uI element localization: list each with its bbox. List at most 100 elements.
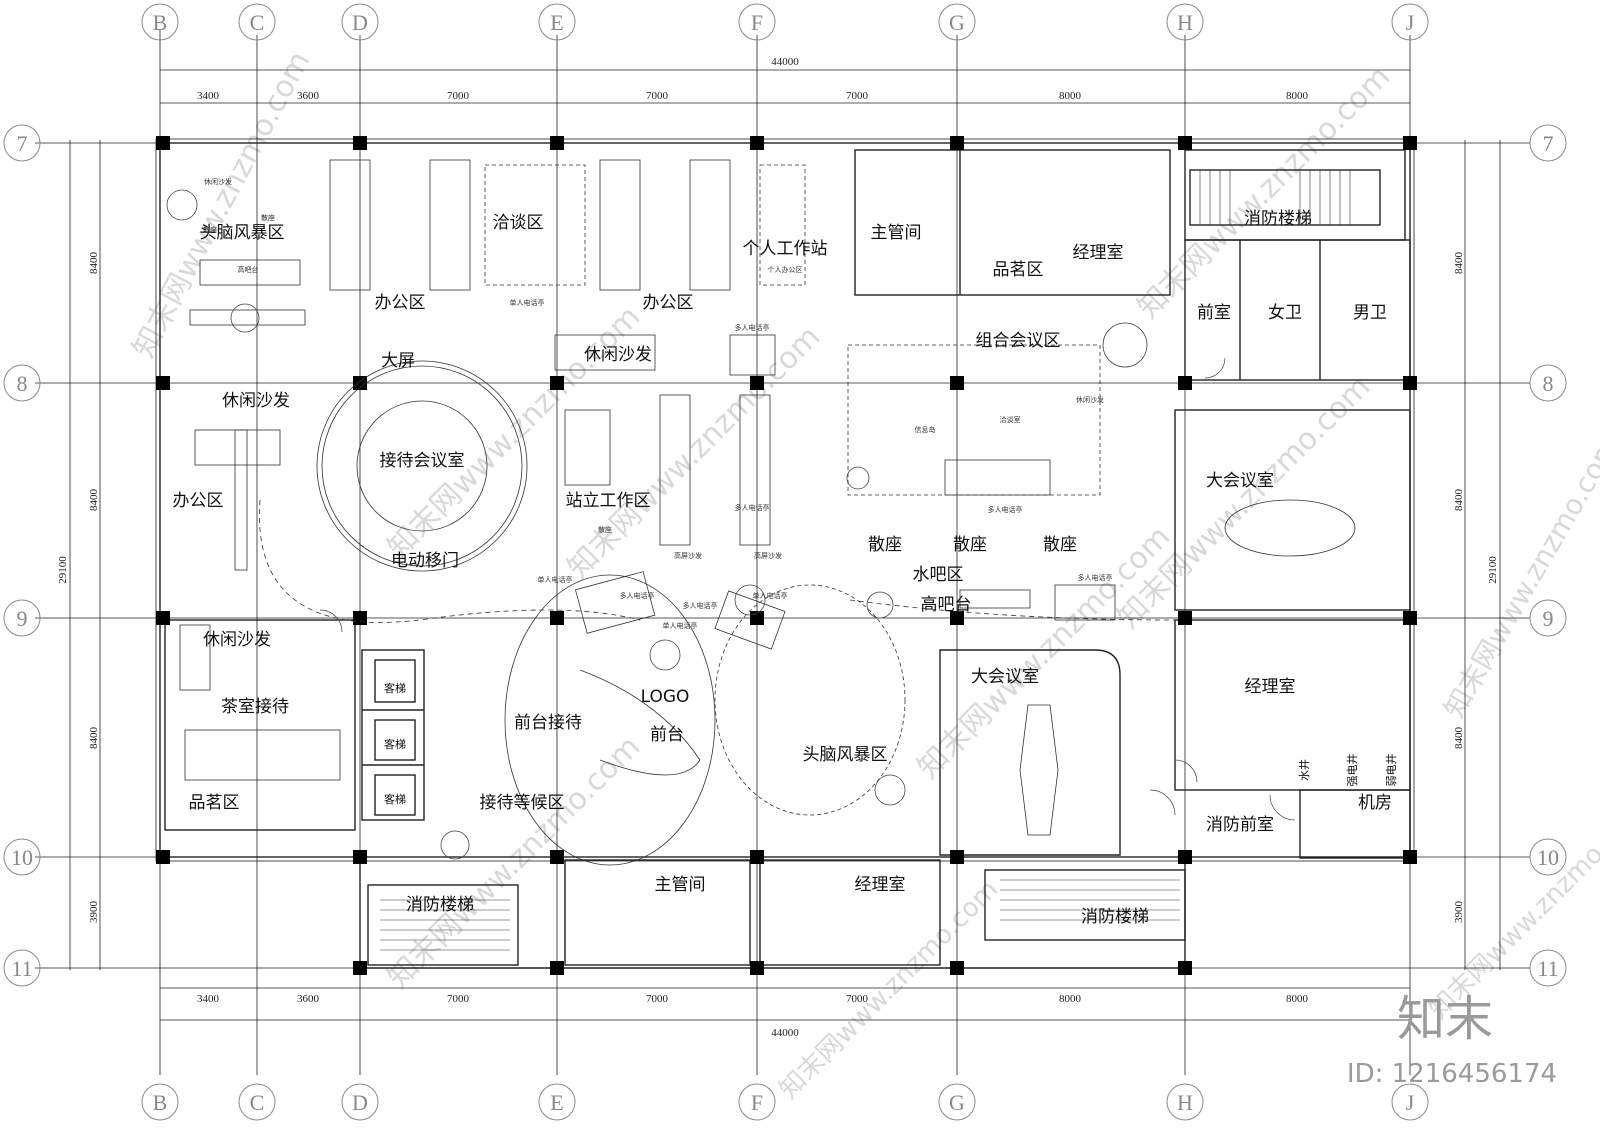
label-big-meeting-right: 大会议室: [1206, 471, 1274, 491]
furniture: [179, 159, 1356, 866]
plants: [166, 189, 1148, 860]
label-phone-multi-5: 多人电话亭: [1078, 573, 1113, 582]
label-loose-seat-small: 散座: [598, 525, 612, 534]
label-phone-single-4: 单人电话亭: [753, 591, 788, 600]
doors: [319, 357, 1296, 821]
dim-right-3: 8400: [1453, 727, 1465, 750]
axis-label-e-bottom: E: [550, 1090, 563, 1115]
dim-bottom-3: 7000: [447, 993, 470, 1005]
dim-total-bottom: 44000: [771, 1027, 799, 1039]
label-personal-office-small: 个人办公区: [768, 265, 803, 274]
axis-label-e-top: E: [550, 10, 563, 35]
label-phone-single-3: 单人电话亭: [663, 621, 698, 630]
label-fire-front-room: 消防前室: [1206, 815, 1274, 835]
axis-label-d-bottom: D: [352, 1090, 368, 1115]
label-lounge-sofa-small: 休闲沙发: [204, 177, 232, 186]
branding: 知末 ID: 1216456174: [1347, 991, 1557, 1089]
label-lounge-sofa-combo: 休闲沙发: [1076, 395, 1104, 404]
watermark-4: 知末网www.znzmo.com: [1131, 59, 1397, 325]
label-loose-seat-b: 散座: [203, 225, 217, 234]
watermark-1: 知末网www.znzmo.com: [126, 46, 317, 364]
label-combo-meeting: 组合会议区: [976, 331, 1061, 351]
label-elevator-2: 客梯: [384, 737, 406, 751]
label-phone-single-1: 单人电话亭: [510, 298, 545, 307]
dim-bottom-2: 3600: [297, 993, 320, 1005]
label-brainstorm-center: 头脑风暴区: [803, 745, 888, 765]
stair-treads: [380, 170, 1351, 951]
dim-left-total: 29100: [57, 556, 69, 584]
room-labels: 头脑风暴区 休闲沙发 散座 散座 高吧台 洽谈区 办公区 办公区 个人工作站 个…: [173, 177, 1399, 927]
label-rest-island: 信息岛: [915, 425, 936, 434]
label-manager-top: 经理室: [1073, 243, 1124, 263]
axis-label-7-left: 7: [17, 131, 28, 156]
label-loose-1: 散座: [868, 535, 902, 555]
axis-label-f-top: F: [751, 10, 763, 35]
watermark-layer: 知末网www.znzmo.com 知末网www.znzmo.com 知末网www…: [126, 46, 1600, 1105]
dim-right-total: 29100: [1487, 556, 1499, 584]
axis-label-10-right: 10: [1537, 845, 1559, 870]
structural-columns: [156, 136, 1417, 975]
dim-top-3: 7000: [447, 90, 470, 102]
label-office-top-mid: 办公区: [643, 293, 694, 313]
axis-label-g-bottom: G: [949, 1090, 965, 1115]
label-big-meeting-center: 大会议室: [971, 667, 1039, 687]
label-negotiation: 洽谈区: [493, 213, 544, 233]
label-front-room: 前室: [1197, 303, 1231, 323]
label-reception-meeting: 接待会议室: [380, 451, 465, 471]
dim-top-7: 8000: [1286, 90, 1309, 102]
dim-bottom-4: 7000: [646, 993, 669, 1005]
dim-left-3: 8400: [88, 727, 100, 750]
label-male-wc: 男卫: [1353, 303, 1387, 323]
label-high-sofa-2: 高屏沙发: [754, 551, 782, 560]
label-machine-room: 机房: [1358, 793, 1392, 813]
dim-right-1: 8400: [1453, 252, 1465, 275]
label-logo: LOGO: [641, 687, 690, 707]
axis-label-10-left: 10: [11, 845, 33, 870]
label-tea-top: 品茗区: [993, 260, 1044, 280]
axis-label-d-top: D: [352, 10, 368, 35]
label-personal-station: 个人工作站: [743, 239, 828, 259]
label-phone-single-2: 单人电话亭: [538, 575, 573, 584]
dim-top-6: 8000: [1059, 90, 1082, 102]
label-supervisor-bottom: 主管间: [655, 875, 706, 895]
dim-bottom-5: 7000: [846, 993, 869, 1005]
axis-labels: B C D E F G H J B C D E F G H J 7 8 9 10…: [11, 10, 1559, 1115]
label-waiting-area: 接待等候区: [480, 793, 565, 813]
label-brainstorm-top: 头脑风暴区: [200, 223, 285, 243]
label-discuss-room: 洽谈室: [1000, 415, 1021, 424]
label-fire-stairs-top: 消防楼梯: [1244, 209, 1312, 229]
label-office-top-left: 办公区: [375, 293, 426, 313]
label-tea-reception: 茶室接待: [221, 697, 289, 717]
label-phone-multi-1: 多人电话亭: [735, 323, 770, 332]
label-water-shaft: 水井: [1297, 759, 1311, 781]
label-standing-work: 站立工作区: [566, 491, 651, 511]
axis-label-h-top: H: [1177, 10, 1193, 35]
dim-total-top: 44000: [771, 56, 799, 68]
label-front-desk-reception: 前台接待: [514, 713, 582, 733]
label-high-bar: 高吧台: [921, 595, 972, 615]
label-supervisor-top: 主管间: [871, 223, 922, 243]
dimension-texts: 44000 3400 3600 7000 7000 7000 8000 8000…: [57, 56, 1499, 1039]
watermark-6: 知末网www.znzmo.com: [381, 729, 647, 995]
axis-label-j-bottom: J: [1406, 1090, 1415, 1115]
axis-label-g-top: G: [949, 10, 965, 35]
label-phone-multi-6: 多人电话亭: [988, 505, 1023, 514]
brand-logo: 知末: [1397, 991, 1493, 1047]
label-tea-area: 品茗区: [189, 793, 240, 813]
axis-label-8-right: 8: [1543, 371, 1554, 396]
axis-label-11-left: 11: [11, 956, 32, 981]
label-female-wc: 女卫: [1268, 303, 1302, 323]
axis-label-c-bottom: C: [250, 1090, 265, 1115]
dim-right-2: 8400: [1453, 489, 1465, 512]
axis-label-11-right: 11: [1537, 956, 1558, 981]
dim-bottom-6: 8000: [1059, 993, 1082, 1005]
label-loose-3: 散座: [1043, 535, 1077, 555]
dim-bottom-7: 8000: [1286, 993, 1309, 1005]
brand-id: ID: 1216456174: [1347, 1059, 1557, 1089]
label-loose-seat-a: 散座: [261, 213, 275, 222]
label-manager-right: 经理室: [1245, 677, 1296, 697]
label-lounge-sofa-mid: 休闲沙发: [584, 345, 652, 365]
dim-top-4: 7000: [646, 90, 669, 102]
label-big-screen: 大屏: [381, 351, 415, 371]
